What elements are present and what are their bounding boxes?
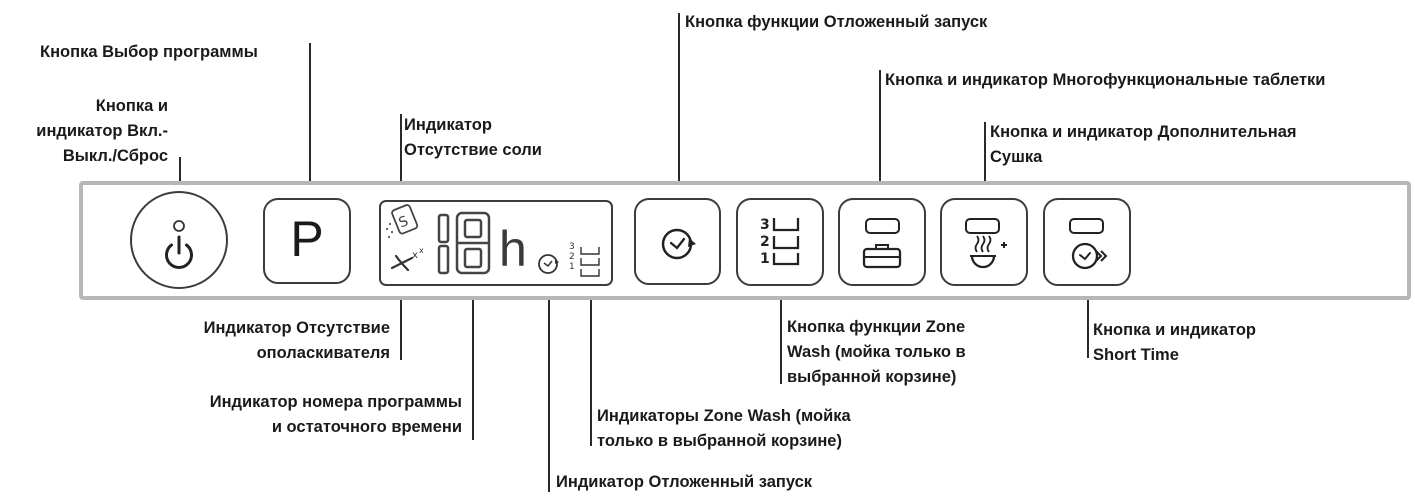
- leader-program-time: [472, 288, 474, 440]
- leader-multi-tab: [879, 70, 881, 186]
- multi-tab-icon: [862, 218, 902, 269]
- leader-no-salt: [400, 114, 402, 194]
- leader-no-rinse-aid: [400, 282, 402, 360]
- display-basket-1: 1: [569, 262, 575, 272]
- leader-delay-button: [678, 13, 680, 190]
- zone-wash-icon: 3 2 1: [760, 217, 800, 267]
- label-program-select: Кнопка Выбор программы: [40, 43, 258, 61]
- program-key-label: P: [290, 211, 324, 267]
- label-delay-indicator: Индикатор Отложенный запуск: [556, 473, 813, 491]
- label-short-time: Кнопка и индикатор Short Time: [1093, 321, 1257, 364]
- zone-wash-button[interactable]: 3 2 1: [736, 198, 824, 286]
- extra-dry-button[interactable]: [940, 198, 1028, 286]
- label-extra-dry: Кнопка и индикатор Дополнительная Сушка: [990, 123, 1297, 166]
- display-basket-2: 2: [569, 252, 575, 262]
- multi-tab-button[interactable]: [838, 198, 926, 286]
- display-screen: S x x: [379, 200, 613, 286]
- label-no-salt: Индикатор Отсутствие соли: [404, 116, 542, 159]
- label-multi-tab: Кнопка и индикатор Многофункциональные т…: [885, 71, 1326, 89]
- label-program-time: Индикатор номера программы и остаточного…: [209, 393, 462, 436]
- leader-extra-dry: [984, 122, 986, 186]
- zone-wash-indicator-icon: [580, 247, 600, 277]
- svg-text:3: 3: [760, 217, 770, 233]
- power-icon: [165, 220, 193, 269]
- leader-program-select: [309, 43, 311, 192]
- power-button[interactable]: [130, 191, 228, 289]
- leader-short-time: [1087, 288, 1089, 358]
- display-unit: h: [499, 221, 527, 277]
- label-power: Кнопка и индикатор Вкл.- Выкл./Сброс: [36, 97, 168, 165]
- label-zone-wash-button: Кнопка функции Zone Wash (мойка только в…: [787, 318, 966, 386]
- short-time-button[interactable]: [1043, 198, 1131, 286]
- rinse-aid-icon: x x: [390, 246, 424, 272]
- seven-segment-digit-1: [437, 213, 450, 275]
- delay-indicator-icon: [538, 254, 559, 274]
- seven-segment-digit-8: [455, 211, 491, 275]
- svg-text:2: 2: [760, 234, 770, 250]
- label-no-rinse-aid: Индикатор Отсутствие ополаскивателя: [203, 319, 390, 362]
- leader-zone-wash-button: [780, 288, 782, 384]
- leader-power: [179, 157, 181, 187]
- label-zone-wash-indicators: Индикаторы Zone Wash (мойка только в выб…: [597, 407, 851, 450]
- short-time-icon: [1069, 218, 1108, 270]
- extra-dry-icon: [965, 218, 1007, 269]
- leader-delay-indicator: [548, 278, 550, 492]
- program-button[interactable]: P: [263, 198, 351, 284]
- svg-text:x: x: [412, 250, 418, 261]
- leader-zone-wash-indicators: [590, 288, 592, 446]
- delay-start-icon: [661, 228, 696, 260]
- svg-text:1: 1: [760, 251, 770, 267]
- delay-start-button[interactable]: [634, 198, 721, 285]
- display-basket-3: 3: [569, 242, 575, 252]
- label-delay-button: Кнопка функции Отложенный запуск: [685, 13, 988, 31]
- salt-icon: S: [385, 204, 419, 239]
- svg-text:x: x: [419, 246, 424, 255]
